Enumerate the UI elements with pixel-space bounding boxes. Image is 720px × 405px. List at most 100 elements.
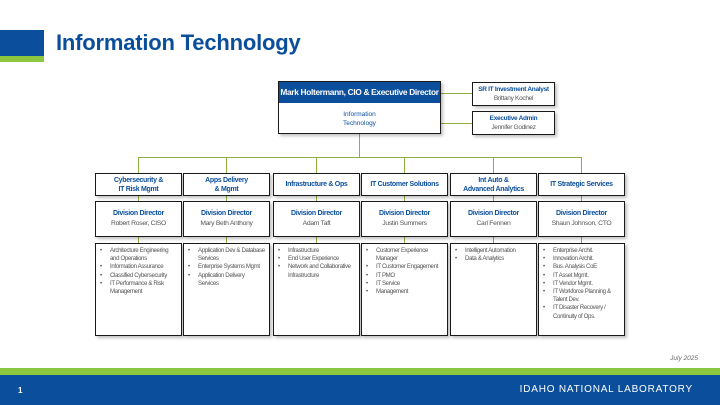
division-title: Apps Delivery& Mgmt	[205, 176, 248, 194]
connector-division-2-3	[226, 237, 227, 243]
footer-accent-green	[0, 368, 720, 375]
director-label: Division Director	[291, 210, 342, 217]
division-title-line2: Advanced Analytics	[463, 185, 524, 193]
function-list-item: IT Service	[365, 280, 444, 288]
cio-org-line1: Information	[343, 111, 376, 118]
connector-division-5-2	[493, 196, 494, 201]
division-title: IT Strategic Services	[550, 180, 613, 189]
connector-division-6-3	[581, 237, 582, 243]
connector-division-4-1	[404, 157, 405, 173]
staff-box-executive-admin[interactable]: Executive Admin Jennifer Godinez	[472, 111, 555, 135]
function-list-item: Application Dev & Database Services	[187, 247, 266, 263]
function-list-item: IT Workforce Planning & Talent Dev.	[542, 288, 621, 304]
division-functions-list: Enterprise Archit.Innovation Archit.Bus.…	[542, 247, 621, 321]
division-title-box[interactable]: Apps Delivery& Mgmt	[183, 173, 270, 196]
function-list-item: IT Vendor Mgmt.	[542, 280, 621, 288]
function-list-item: Intelligent Automation	[454, 247, 533, 255]
connector-division-1-1	[138, 157, 139, 173]
connector-division-4-2	[404, 196, 405, 201]
function-list-item: Information Assurance	[99, 263, 178, 271]
division-title-line1: Int Auto &	[478, 176, 509, 184]
division-functions-box: Enterprise Archit.Innovation Archit.Bus.…	[538, 243, 625, 336]
division-title-line2: & Mgmt	[214, 185, 239, 193]
function-list-item: Application Delivery Services	[187, 272, 266, 288]
function-list-item: Enterprise Systems Mgmt	[187, 263, 266, 271]
division-title-box[interactable]: IT Strategic Services	[538, 173, 625, 196]
connector-cio-staff2	[441, 123, 472, 124]
director-name: Carl Fennen	[476, 220, 511, 227]
connector-division-3-2	[316, 196, 317, 201]
function-list-item: IT PMO	[365, 272, 444, 280]
division-title-line1: Infrastructure & Ops	[285, 181, 348, 188]
connector-division-1-3	[138, 237, 139, 243]
director-label: Division Director	[556, 210, 607, 217]
function-list-item: Network and Collaborative Infrastructure	[277, 263, 356, 279]
cio-name-title: Mark Holtermann, CIO & Executive Directo…	[279, 82, 440, 103]
division-title-line1: IT Strategic Services	[550, 181, 613, 188]
function-list-item: Innovation Archit.	[542, 255, 621, 263]
division-title-box[interactable]: Cybersecurity &IT Risk Mgmt	[95, 173, 182, 196]
function-list-item: End User Experience	[277, 255, 356, 263]
connector-horizontal	[138, 157, 582, 158]
division-title-line2: IT Risk Mgmt	[118, 185, 159, 193]
connector-division-4-3	[404, 237, 405, 243]
division-title: IT Customer Solutions	[370, 180, 439, 189]
director-label: Division Director	[468, 210, 519, 217]
function-list-item: Management	[365, 288, 444, 296]
staff-box-investment-analyst[interactable]: SR IT Investment Analyst Brittany Kochel	[472, 82, 555, 106]
director-name: Adam Taft	[302, 220, 331, 227]
division-title-box[interactable]: Int Auto &Advanced Analytics	[450, 173, 537, 196]
connector-division-2-2	[226, 196, 227, 201]
function-list-item: Bus. Analysis CoE	[542, 263, 621, 271]
division-functions-list: Customer Experience ManagerIT Customer E…	[365, 247, 444, 296]
cio-box[interactable]: Mark Holtermann, CIO & Executive Directo…	[278, 81, 441, 134]
director-name: Shaun Johnson, CTO	[551, 220, 612, 227]
title-accent-bar	[0, 30, 44, 56]
staff-role: Executive Admin	[489, 115, 538, 122]
division-functions-list: InfrastructureEnd User ExperienceNetwork…	[277, 247, 356, 280]
division-title-box[interactable]: Infrastructure & Ops	[273, 173, 360, 196]
director-label: Division Director	[201, 210, 252, 217]
division-title: Cybersecurity &IT Risk Mgmt	[113, 176, 164, 194]
division-functions-box: Architecture Engineering and OperationsI…	[95, 243, 182, 336]
connector-division-5-1	[493, 157, 494, 173]
staff-name: Brittany Kochel	[493, 95, 534, 102]
page-number: 1	[18, 386, 23, 395]
function-list-item: Customer Experience Manager	[365, 247, 444, 263]
director-label: Division Director	[379, 210, 430, 217]
page-title: Information Technology	[56, 30, 301, 55]
division-title: Infrastructure & Ops	[285, 180, 347, 189]
connector-division-1-2	[138, 196, 139, 201]
date-label: July 2025	[670, 355, 698, 362]
function-list-item: IT Asset Mgmt.	[542, 272, 621, 280]
division-functions-box: InfrastructureEnd User ExperienceNetwork…	[273, 243, 360, 336]
division-title-line1: Apps Delivery	[205, 176, 248, 184]
staff-name: Jennifer Godinez	[491, 124, 536, 131]
connector-cio-staff1	[441, 93, 472, 94]
division-title-line1: Cybersecurity &	[113, 176, 164, 184]
function-list-item: IT Performance & Risk Management	[99, 280, 178, 296]
cio-org-line2: Technology	[343, 119, 376, 127]
division-title-line1: IT Customer Solutions	[370, 181, 439, 188]
brand-logo-text: IDAHO NATIONAL LABORATORY	[519, 384, 693, 395]
connector-cio-down	[359, 134, 360, 157]
title-accent-green	[0, 56, 44, 62]
division-functions-box: Application Dev & Database ServicesEnter…	[183, 243, 270, 336]
division-functions-list: Intelligent AutomationData & Analytics	[454, 247, 533, 264]
division-title-box[interactable]: IT Customer Solutions	[361, 173, 448, 196]
connector-division-3-1	[316, 157, 317, 173]
division-title: Int Auto &Advanced Analytics	[463, 176, 524, 194]
connector-division-6-1	[581, 157, 582, 173]
function-list-item: Classified Cybersecurity	[99, 272, 178, 280]
director-name: Mary Beth Anthony	[200, 220, 253, 227]
function-list-item: IT Disaster Recovery / Continuity of Ops…	[542, 304, 621, 320]
division-functions-list: Application Dev & Database ServicesEnter…	[187, 247, 266, 288]
function-list-item: Infrastructure	[277, 247, 356, 255]
function-list-item: Enterprise Archit.	[542, 247, 621, 255]
